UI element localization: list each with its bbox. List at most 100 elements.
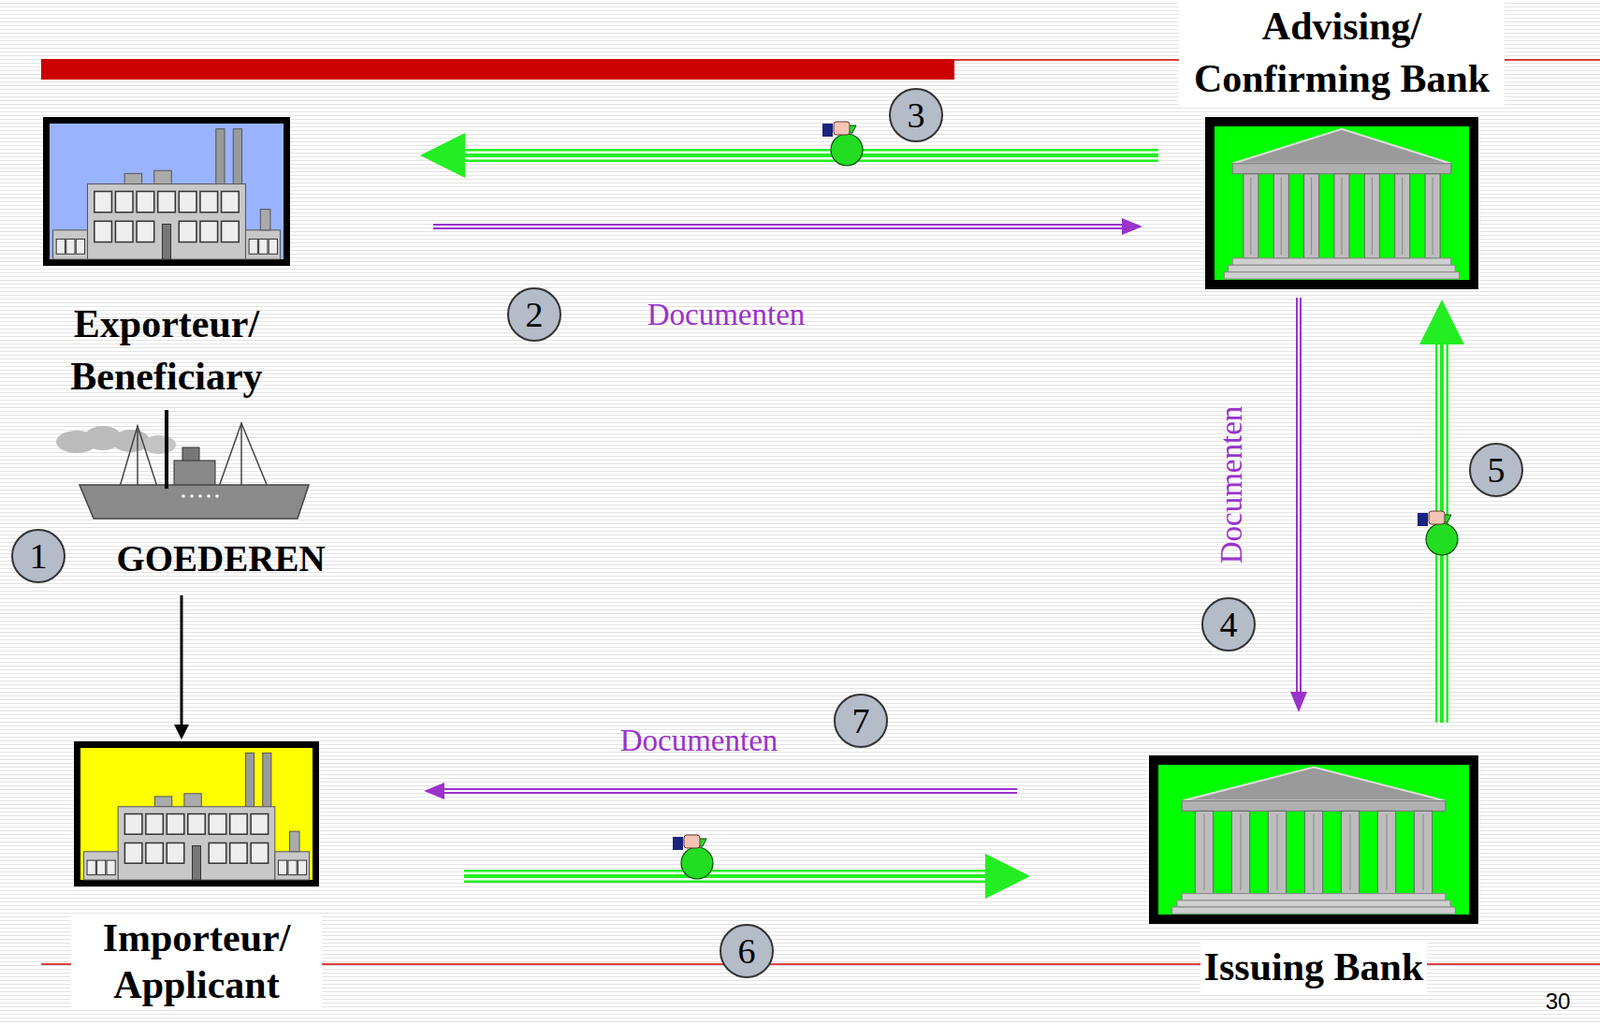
money-bag <box>1417 510 1458 555</box>
callout-number: 5 <box>1469 442 1524 497</box>
column-flute <box>1313 814 1315 890</box>
window <box>97 859 106 875</box>
flow-arrow <box>464 853 1031 899</box>
cabin <box>174 460 216 487</box>
roof-box <box>124 173 142 184</box>
node-label: Advising/ Confirming Bank <box>1178 0 1505 105</box>
exporter-factory: Exporteur/ Beneficiary <box>41 116 292 403</box>
window <box>259 238 268 254</box>
documents-label: Documenten <box>620 723 779 757</box>
door <box>192 845 202 880</box>
arrow-line <box>433 223 1124 230</box>
flow-arrow <box>420 132 1159 178</box>
porthole <box>198 494 203 498</box>
mast <box>164 409 169 489</box>
sail <box>119 425 158 487</box>
documents-label: Documenten <box>1214 406 1249 565</box>
documents-label: Documenten <box>647 297 806 332</box>
column <box>1364 174 1380 259</box>
node-label: Importeur/ Applicant <box>71 914 322 1008</box>
window <box>115 191 133 213</box>
window <box>230 843 248 864</box>
node-label: Issuing Bank <box>1200 940 1428 993</box>
pediment <box>1232 129 1452 164</box>
window <box>221 220 240 242</box>
icon-frame <box>1149 755 1479 924</box>
bank-icon <box>1205 116 1479 290</box>
arrow-line <box>442 787 1018 794</box>
step <box>1232 258 1452 265</box>
callout-number: 1 <box>11 528 66 583</box>
arrow-line <box>464 872 990 881</box>
window <box>94 220 113 242</box>
window <box>297 859 306 875</box>
icon-ground <box>1158 764 1470 915</box>
column-flute <box>1432 176 1434 255</box>
column-flute <box>1239 814 1241 890</box>
node-label: Exporteur/ Beneficiary <box>44 297 289 403</box>
window <box>166 814 184 835</box>
column <box>1304 810 1323 893</box>
column <box>1413 810 1432 893</box>
window <box>221 191 240 213</box>
column-flute <box>1350 814 1352 890</box>
entablature <box>1181 800 1446 812</box>
callout-number: 7 <box>833 693 888 748</box>
arrow-line <box>464 873 990 878</box>
factory-icon <box>73 741 320 887</box>
icon-sky <box>80 747 313 880</box>
arrowhead <box>1121 218 1143 235</box>
annex <box>245 230 280 260</box>
icon-frame <box>43 116 291 266</box>
ship-illustration <box>56 409 309 519</box>
column <box>1334 174 1350 259</box>
window <box>124 814 142 835</box>
flow-arrow <box>433 218 1143 235</box>
window <box>288 859 297 875</box>
importer-factory: Importeur/ Applicant <box>67 741 326 1008</box>
column-flute <box>1203 814 1205 890</box>
window <box>115 220 133 242</box>
window <box>230 814 248 835</box>
window <box>56 238 65 254</box>
window <box>248 238 258 254</box>
window <box>158 191 176 213</box>
window <box>87 859 96 875</box>
window <box>268 238 277 254</box>
column <box>1425 174 1440 259</box>
step <box>1172 906 1456 914</box>
window <box>145 843 163 864</box>
roof-box <box>184 793 202 807</box>
window <box>94 191 113 213</box>
goods-label: GOEDEREN <box>116 538 325 580</box>
column <box>1395 174 1411 259</box>
icon-sky <box>49 123 284 260</box>
window <box>145 814 163 835</box>
factory-icon <box>43 116 291 266</box>
column-flute <box>1386 814 1388 890</box>
roof-box <box>154 170 172 184</box>
vent <box>290 830 300 852</box>
smoke <box>142 435 176 454</box>
window <box>66 238 75 254</box>
annex <box>275 851 310 880</box>
hull <box>79 484 309 519</box>
window <box>188 814 205 835</box>
step <box>1177 900 1451 907</box>
window <box>124 843 142 864</box>
column <box>1194 810 1213 893</box>
window <box>208 843 226 864</box>
arrowhead <box>174 724 190 740</box>
window <box>277 859 287 875</box>
sail <box>218 422 268 487</box>
arrow-line <box>464 869 990 883</box>
column-flute <box>1371 176 1373 255</box>
callout-number: 4 <box>1201 596 1256 652</box>
roof-box <box>154 796 172 807</box>
column-flute <box>1401 176 1403 255</box>
column <box>1340 810 1359 893</box>
bank-icon <box>1149 755 1479 924</box>
page-number: 30 <box>1545 988 1571 1015</box>
icon-ground <box>1214 126 1470 280</box>
